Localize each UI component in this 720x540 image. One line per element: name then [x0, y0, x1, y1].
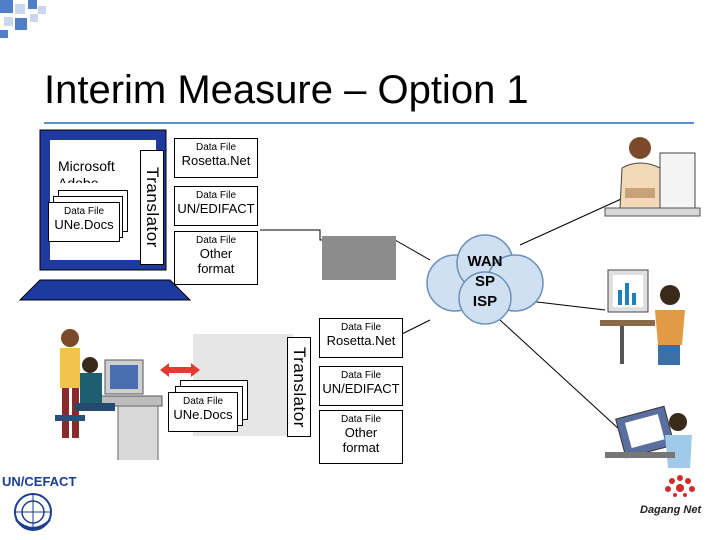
- top-doc-rosetta: Data File Rosetta.Net: [174, 138, 258, 178]
- top-doc-back-1: Microsoft: [58, 158, 133, 175]
- link-to-bottom-person: [499, 319, 621, 431]
- title-rule: [44, 122, 694, 124]
- top-translator: Translator: [140, 150, 164, 265]
- bottom-doc-unedocs: Data File UNe.Docs: [168, 392, 238, 432]
- top-doc-other: Data File Other format: [174, 231, 258, 285]
- bottom-doc-edifact: Data File UN/EDIFACT: [319, 366, 403, 406]
- uncefact-logo-text: UN/CEFACT: [2, 474, 77, 489]
- page-title: Interim Measure – Option 1: [44, 68, 529, 112]
- cloud-label-wan: WAN: [467, 253, 503, 270]
- top-doc-back-2: Adobe: [58, 175, 133, 183]
- top-right-person-illustration: [604, 137, 701, 217]
- bottom-right-person-illustration: [605, 405, 692, 468]
- workstation-people-illustration: [55, 329, 163, 460]
- top-doc-unedocs: Data File UNe.Docs: [48, 202, 120, 242]
- right-person-illustration: [600, 269, 685, 365]
- dagang-net-logo-text: Dagang Net: [640, 504, 702, 516]
- link-to-top-person: [519, 194, 631, 246]
- link-to-bottom-icon: [399, 319, 431, 336]
- gateway-box: [322, 236, 396, 280]
- double-arrow-icon: [160, 363, 200, 377]
- top-doc-edifact: Data File UN/EDIFACT: [174, 186, 258, 226]
- cloud-icon: [426, 234, 544, 325]
- top-doc-back-stack: Microsoft Adobe: [58, 158, 133, 183]
- dagang-net-logo-icon: [665, 475, 695, 497]
- un-emblem-icon: [14, 493, 52, 531]
- cloud-label: WAN SP ISP: [455, 252, 515, 312]
- bottom-translator: Translator: [287, 337, 311, 437]
- bottom-doc-other: Data File Other format: [319, 410, 403, 464]
- cloud-label-sp: SP: [474, 273, 495, 290]
- cloud-label-isp: ISP: [472, 293, 498, 310]
- bottom-doc-rosetta: Data File Rosetta.Net: [319, 318, 403, 358]
